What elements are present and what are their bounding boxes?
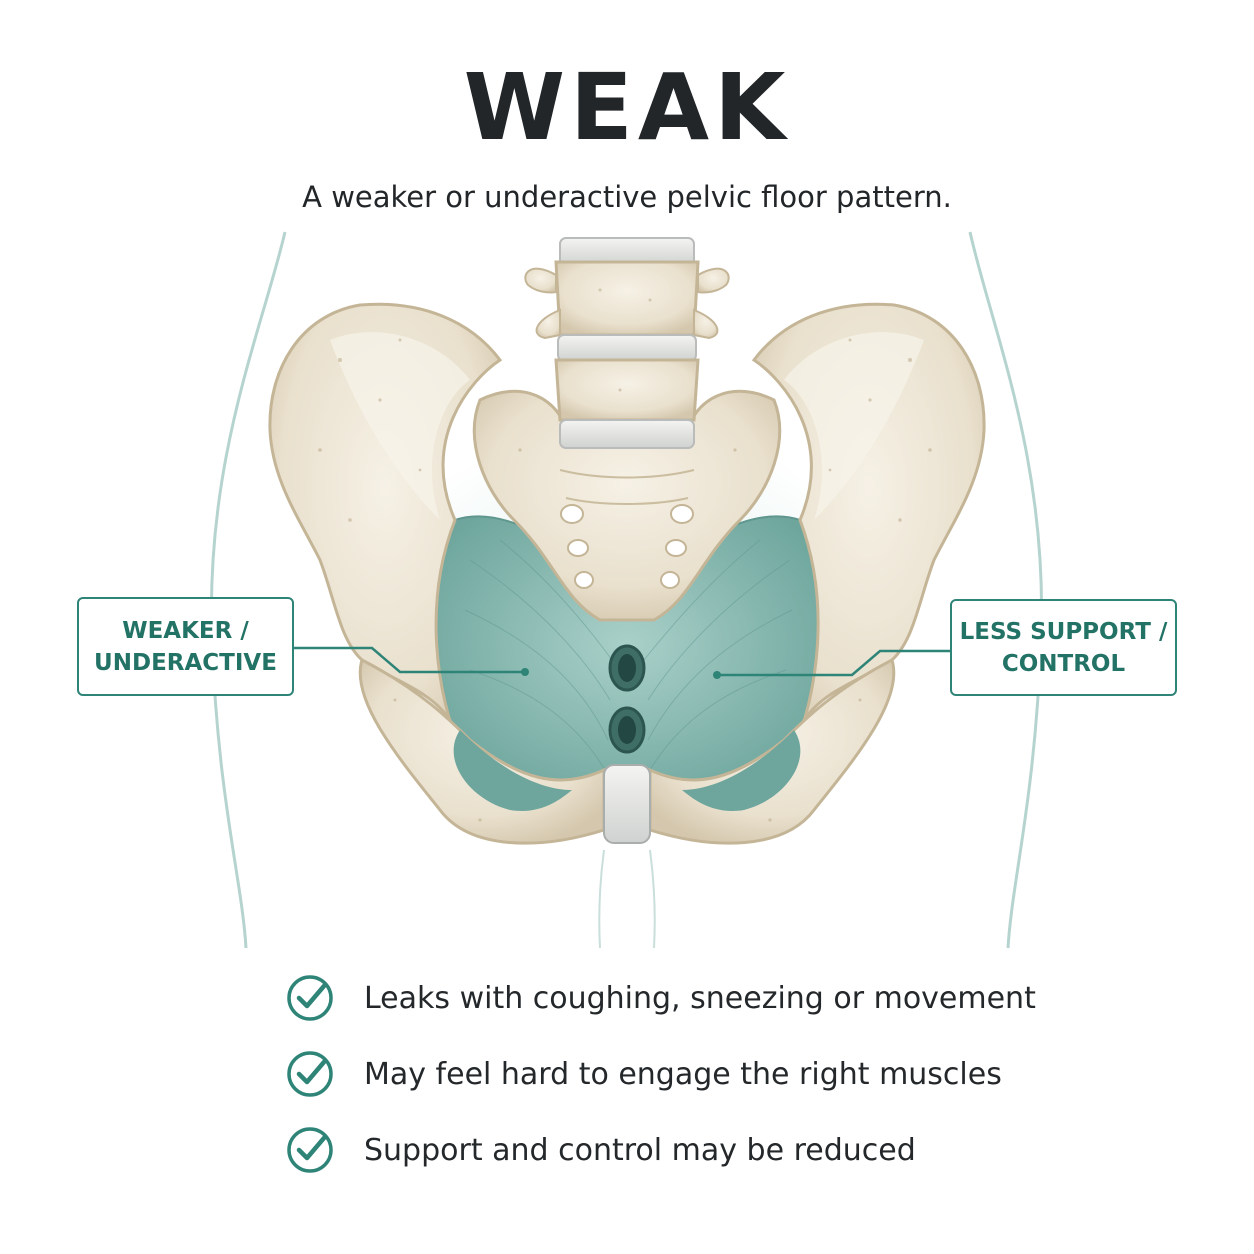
right-callout-connector — [717, 649, 950, 677]
callout-left-line2: UNDERACTIVE — [94, 649, 277, 676]
list-item-text: May feel hard to engage the right muscle… — [364, 1056, 1002, 1092]
pubic-symphysis — [603, 764, 651, 844]
symptom-checklist: Leaks with coughing, sneezing or movemen… — [286, 960, 1186, 1188]
leg-outline-left — [598, 849, 605, 949]
callout-right-line1: LESS SUPPORT / — [959, 618, 1168, 645]
callout-weaker-underactive: WEAKER / UNDERACTIVE — [77, 597, 294, 696]
leg-outline-right — [649, 849, 656, 949]
check-circle-icon — [287, 1051, 333, 1097]
list-item: Support and control may be reduced — [286, 1112, 1186, 1188]
callout-right-line2: CONTROL — [1001, 650, 1126, 677]
list-item-text: Support and control may be reduced — [364, 1132, 916, 1168]
lumbar-spine — [524, 237, 730, 449]
body-outline-right — [968, 231, 1044, 949]
callout-left-line1: WEAKER / — [122, 617, 249, 644]
sacral-foramina — [560, 504, 694, 589]
callout-less-support-control: LESS SUPPORT / CONTROL — [950, 599, 1177, 696]
list-item-text: Leaks with coughing, sneezing or movemen… — [364, 980, 1036, 1016]
check-circle-icon — [287, 1127, 333, 1173]
body-outline-left — [209, 231, 287, 949]
list-item: Leaks with coughing, sneezing or movemen… — [286, 960, 1186, 1036]
page-title: WEAK — [463, 54, 791, 161]
check-circle-icon — [287, 975, 333, 1021]
page-subtitle: A weaker or underactive pelvic floor pat… — [302, 180, 952, 214]
left-callout-connector — [294, 646, 525, 674]
list-item: May feel hard to engage the right muscle… — [286, 1036, 1186, 1112]
